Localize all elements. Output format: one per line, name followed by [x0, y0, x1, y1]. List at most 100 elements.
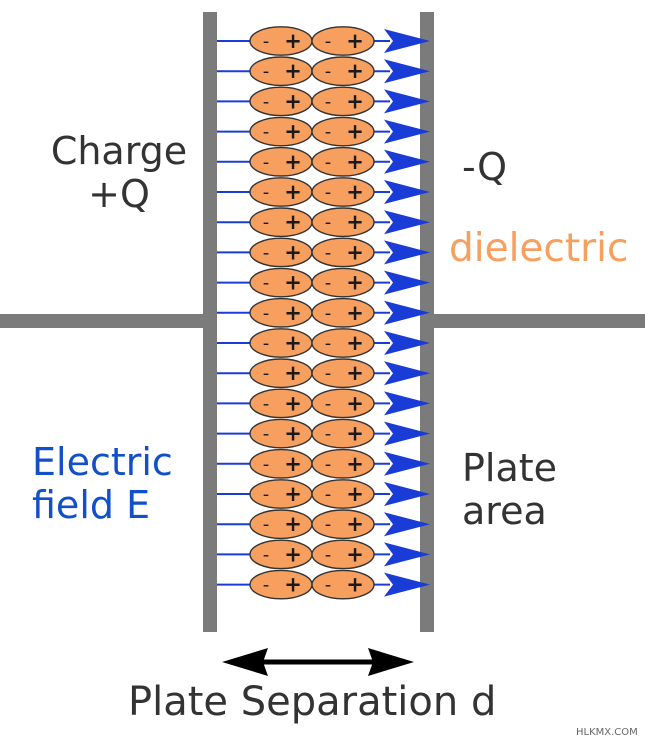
dipole-negative-sign: -: [325, 333, 332, 354]
dipole-negative-sign: -: [263, 333, 270, 354]
dipole-negative-sign: -: [263, 544, 270, 565]
dipole-body: [249, 388, 313, 419]
dipole-body: [249, 146, 313, 177]
left-wire: [0, 314, 205, 328]
dipole-negative-sign: -: [325, 273, 332, 294]
dipole-positive-sign: +: [284, 210, 302, 234]
dipole: -+: [311, 56, 375, 87]
dipole: -+: [249, 86, 313, 117]
dipole-negative-sign: -: [325, 242, 332, 263]
dipole-negative-sign: -: [325, 122, 332, 143]
dipole: -+: [249, 328, 313, 358]
electric-field-label-line1: Electric: [32, 440, 173, 484]
dipole-positive-sign: +: [284, 59, 302, 83]
dipole-body: [311, 207, 375, 238]
dipole: -+: [311, 297, 375, 328]
dipole-body: [249, 177, 313, 207]
dipole-body: [311, 237, 375, 268]
dipole-positive-sign: +: [284, 301, 302, 325]
dipole-positive-sign: +: [346, 422, 364, 446]
dipole-negative-sign: -: [325, 212, 332, 233]
dipole-positive-sign: +: [346, 542, 364, 566]
positive-plate: [203, 12, 217, 632]
dipole-positive-sign: +: [284, 482, 302, 506]
dipole-negative-sign: -: [325, 484, 332, 505]
dipole: -+: [249, 146, 313, 177]
dipole-positive-sign: +: [346, 210, 364, 234]
dipole-negative-sign: -: [325, 575, 332, 596]
dipole-body: [311, 146, 375, 177]
dipole: -+: [249, 358, 313, 389]
dipole: -+: [249, 569, 313, 600]
dipole: -+: [311, 207, 375, 238]
field-arrow-head: [384, 119, 430, 144]
dipole-negative-sign: -: [263, 454, 270, 475]
electric-field-label-line2: field E: [32, 482, 151, 527]
dipole: -+: [249, 237, 313, 268]
dipole: -+: [311, 479, 375, 509]
dipole: -+: [249, 479, 313, 509]
dipole-body: [249, 297, 313, 328]
dipole-body: [249, 237, 313, 268]
dipole-positive-sign: +: [346, 120, 364, 144]
dipole-negative-sign: -: [325, 393, 332, 414]
field-arrow-head: [384, 270, 430, 295]
dipole: -+: [311, 237, 375, 268]
dipole-positive-sign: +: [284, 180, 302, 204]
dipole-body: [249, 26, 313, 56]
dipole: -+: [249, 207, 313, 238]
dipole-negative-sign: -: [325, 61, 332, 82]
dipole-positive-sign: +: [284, 573, 302, 597]
dipole-body: [249, 418, 313, 449]
dipole-body: [249, 86, 313, 117]
dipole-negative-sign: -: [325, 514, 332, 535]
electric-field-label: Electric field E: [32, 441, 173, 526]
dipole-negative-sign: -: [263, 152, 270, 173]
dipole-positive-sign: +: [284, 29, 302, 53]
dipole-positive-sign: +: [284, 120, 302, 144]
dipole-positive-sign: +: [284, 512, 302, 536]
dipole-body: [249, 448, 313, 479]
dipole-body: [249, 267, 313, 298]
dipole-positive-sign: +: [346, 361, 364, 385]
dipole-negative-sign: -: [325, 424, 332, 445]
dipole: -+: [249, 448, 313, 479]
dipole-negative-sign: -: [263, 303, 270, 324]
dipole-positive-sign: +: [284, 240, 302, 264]
dipole-negative-sign: -: [263, 363, 270, 384]
dipole: -+: [311, 146, 375, 177]
dipole-positive-sign: +: [346, 150, 364, 174]
dipole-negative-sign: -: [263, 273, 270, 294]
dipole-positive-sign: +: [284, 89, 302, 113]
dipole-positive-sign: +: [346, 512, 364, 536]
dielectric-dipoles: -+-+-+-+-+-+-+-+-+-+-+-+-+-+-+-+-+-+-+-+…: [249, 26, 375, 600]
field-arrow-head: [384, 542, 430, 567]
field-arrow-head: [384, 391, 430, 416]
dipole-negative-sign: -: [325, 91, 332, 112]
dipole: -+: [311, 418, 375, 449]
dipole-positive-sign: +: [346, 391, 364, 415]
field-arrow-head: [384, 331, 430, 355]
dipole-body: [311, 86, 375, 117]
field-arrow-head: [384, 361, 430, 386]
dipole-positive-sign: +: [284, 422, 302, 446]
separation-arrow-left-head: [222, 648, 268, 676]
dipole-positive-sign: +: [284, 391, 302, 415]
dipole: -+: [311, 267, 375, 298]
dipole-negative-sign: -: [325, 454, 332, 475]
separation-arrow-right-head: [368, 648, 414, 676]
dipole-negative-sign: -: [325, 31, 332, 52]
dipole: -+: [249, 539, 313, 570]
dipole-body: [249, 358, 313, 389]
dipole-negative-sign: -: [263, 424, 270, 445]
dipole: -+: [311, 569, 375, 600]
dipole: -+: [249, 418, 313, 449]
dipole-positive-sign: +: [284, 331, 302, 355]
dipole-body: [311, 116, 375, 147]
dipole-negative-sign: -: [325, 152, 332, 173]
dipole-negative-sign: -: [263, 61, 270, 82]
field-arrow-head: [384, 210, 430, 235]
dipole-negative-sign: -: [263, 242, 270, 263]
dipole-negative-sign: -: [263, 91, 270, 112]
